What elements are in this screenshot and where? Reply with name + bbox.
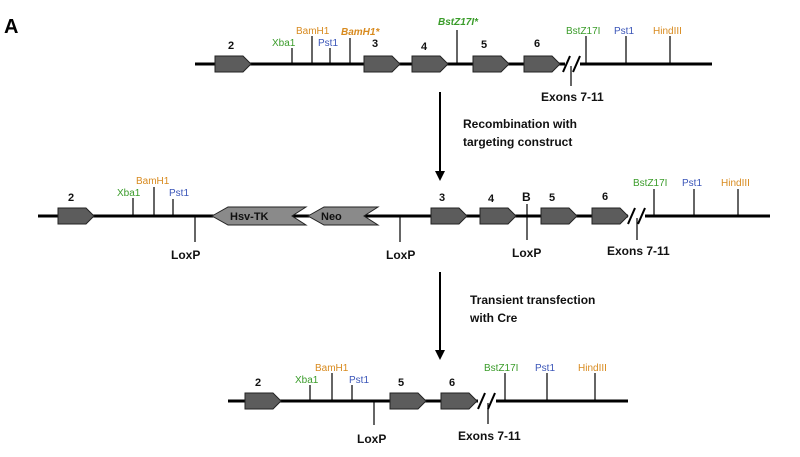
exon-5 [472,55,510,73]
break-mark [627,207,636,225]
loxp-3-label: LoxP [512,246,541,260]
hindiii-site-label: HindIII [721,178,750,189]
exon-2 [57,207,95,225]
exon-4 [411,55,449,73]
exon-5-label: 5 [398,377,404,389]
exon-4-label: 4 [421,41,428,53]
pst1-b-site-label: Pst1 [614,26,634,37]
exon-6-label: 6 [602,191,608,203]
exon-6 [440,392,478,410]
exon-3-label: 3 [439,192,445,204]
step-2-line-2: with Cre [469,311,518,325]
exons-7-11-label: Exons 7-11 [607,244,670,258]
break-mark [487,392,496,410]
exon-6-label: 6 [449,377,455,389]
exon-2 [244,392,282,410]
xba1-site-label: Xba1 [272,38,296,49]
step-2-line-1: Transient transfection [470,293,595,307]
xba1-site-label: Xba1 [295,375,319,386]
hindiii-site-label: HindIII [653,26,682,37]
pst1-site-label: Pst1 [318,38,338,49]
step-1-line-2: targeting construct [463,135,572,149]
exon-3-label: 3 [372,38,378,50]
bstz17i-site-label: BstZ17I [633,178,667,189]
break-mark [562,55,571,73]
bamh1-star-site-label: BamH1* [341,27,380,38]
pst1-b-site-label: Pst1 [682,178,702,189]
pst1-b-site-label: Pst1 [535,363,555,374]
row-3-excised-locus: 2 5 6 Xba1 BamH1 Pst1 BstZ17I Pst1 HindI… [228,363,628,446]
b-site-label: B [522,190,531,204]
bamh1-site-label: BamH1 [136,176,170,187]
pst1-site-label: Pst1 [349,375,369,386]
loxp-2-label: LoxP [386,248,415,262]
exon-3 [363,55,401,73]
exon-2-label: 2 [228,40,234,52]
row-1-wildtype-locus: 2 3 4 5 6 Xba1 BamH1 Pst1 BamH1* BstZ17I… [195,17,712,104]
bamh1-site-label: BamH1 [296,26,330,37]
panel-label: A [4,16,18,38]
exon-6-label: 6 [534,38,540,50]
xba1-site-label: Xba1 [117,188,141,199]
bstz17i-site-label: BstZ17I [566,26,600,37]
loxp-label: LoxP [357,432,386,446]
exon-2 [214,55,252,73]
break-mark [572,55,581,73]
break-mark [637,207,646,225]
exons-7-11-label: Exons 7-11 [458,429,521,443]
exon-6 [523,55,561,73]
exon-3 [430,207,468,225]
exon-6 [591,207,629,225]
bamh1-site-label: BamH1 [315,363,349,374]
loxp-1-label: LoxP [171,248,200,262]
exon-5 [389,392,427,410]
exon-4-label: 4 [488,193,495,205]
hsv-tk-cassette [210,206,308,226]
bstz17i-star-site-label: BstZ17I* [438,17,479,28]
exon-5-label: 5 [549,192,555,204]
exons-7-11-label: Exons 7-11 [541,90,604,104]
hsv-tk-label: Hsv-TK [230,211,269,223]
exon-2-label: 2 [255,377,261,389]
pst1-site-label: Pst1 [169,188,189,199]
break-mark [477,392,486,410]
bstz17i-site-label: BstZ17I [484,363,518,374]
exon-4 [479,207,517,225]
hindiii-site-label: HindIII [578,363,607,374]
exon-2-label: 2 [68,192,74,204]
exon-5-label: 5 [481,39,487,51]
step-1-line-1: Recombination with [463,117,577,131]
neo-cassette [306,206,380,226]
exon-5 [540,207,578,225]
row-2-targeted-locus: 2 3 4 5 6 Hsv-TK Neo Xba1 BamH1 Pst1 Bst… [38,176,770,262]
neo-label: Neo [321,211,342,223]
